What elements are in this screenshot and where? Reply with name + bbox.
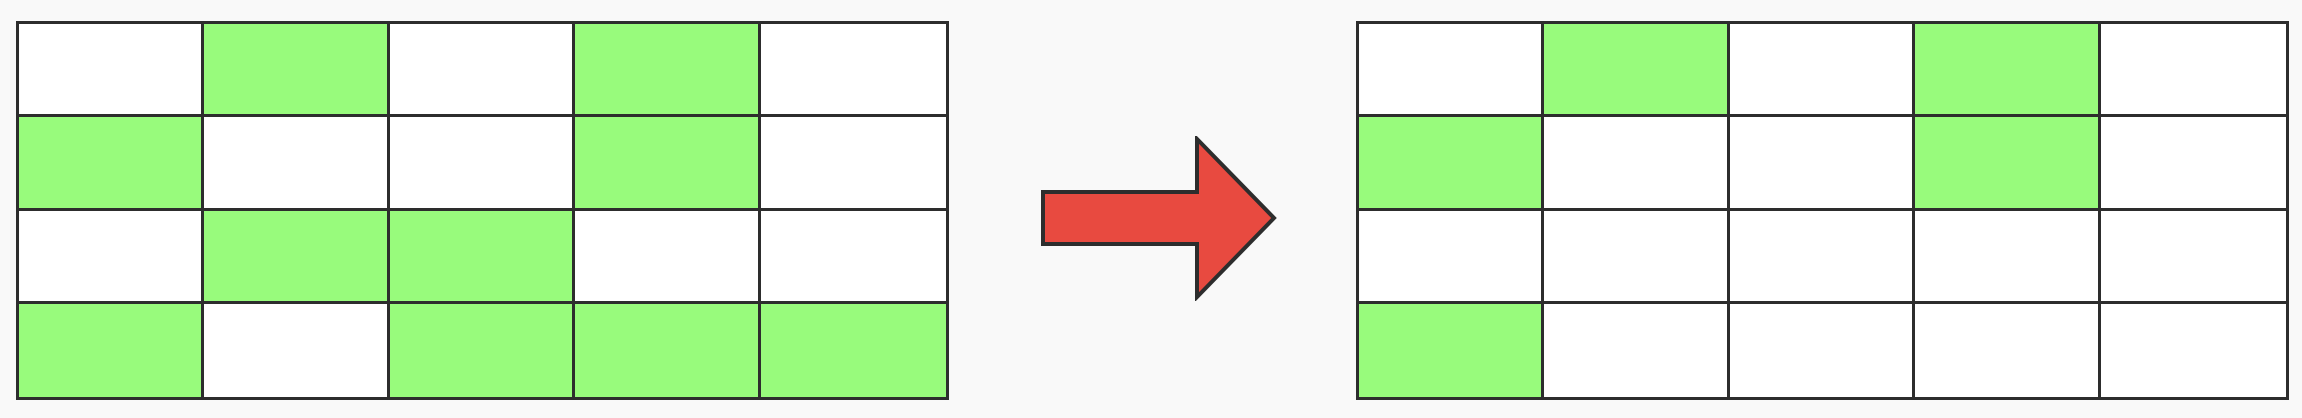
after-cell-r4-c3-empty [1729,303,1916,397]
right-arrow-icon [1041,136,1277,301]
before-cell-r1-c5-empty [760,24,946,118]
grid-after [1356,21,2289,400]
before-cell-r3-c1-empty [19,210,205,304]
before-cell-r2-c1-filled [19,117,205,211]
after-cell-r3-c3-empty [1729,210,1916,304]
grid-before [16,21,949,400]
after-cell-r1-c4-filled [1915,24,2101,118]
after-cell-r4-c4-empty [1915,303,2101,397]
after-cell-r2-c4-filled [1915,117,2101,211]
before-cell-r4-c3-filled [389,303,576,397]
before-cell-r4-c1-filled [19,303,205,397]
before-cell-r2-c3-empty [389,117,576,211]
after-cell-r3-c5-empty [2100,210,2286,304]
after-cell-r2-c3-empty [1729,117,1916,211]
before-cell-r3-c2-filled [204,210,390,304]
before-cell-r2-c4-filled [575,117,761,211]
before-cell-r1-c1-empty [19,24,205,118]
before-cell-r3-c3-filled [389,210,576,304]
before-cell-r4-c4-filled [575,303,761,397]
after-cell-r1-c1-empty [1359,24,1545,118]
after-cell-r4-c1-filled [1359,303,1545,397]
before-cell-r3-c4-empty [575,210,761,304]
after-cell-r1-c5-empty [2100,24,2286,118]
before-cell-r4-c5-filled [760,303,946,397]
arrow-shape [1041,136,1277,301]
before-cell-r4-c2-empty [204,303,390,397]
after-cell-r3-c4-empty [1915,210,2101,304]
after-cell-r3-c2-empty [1544,210,1730,304]
after-cell-r2-c2-empty [1544,117,1730,211]
after-cell-r2-c1-filled [1359,117,1545,211]
after-cell-r2-c5-empty [2100,117,2286,211]
after-cell-r1-c3-empty [1729,24,1916,118]
before-cell-r1-c2-filled [204,24,390,118]
after-cell-r3-c1-empty [1359,210,1545,304]
before-cell-r2-c5-empty [760,117,946,211]
after-cell-r1-c2-filled [1544,24,1730,118]
before-cell-r2-c2-empty [204,117,390,211]
before-cell-r3-c5-empty [760,210,946,304]
after-cell-r4-c2-empty [1544,303,1730,397]
before-cell-r1-c4-filled [575,24,761,118]
before-cell-r1-c3-empty [389,24,576,118]
after-cell-r4-c5-empty [2100,303,2286,397]
